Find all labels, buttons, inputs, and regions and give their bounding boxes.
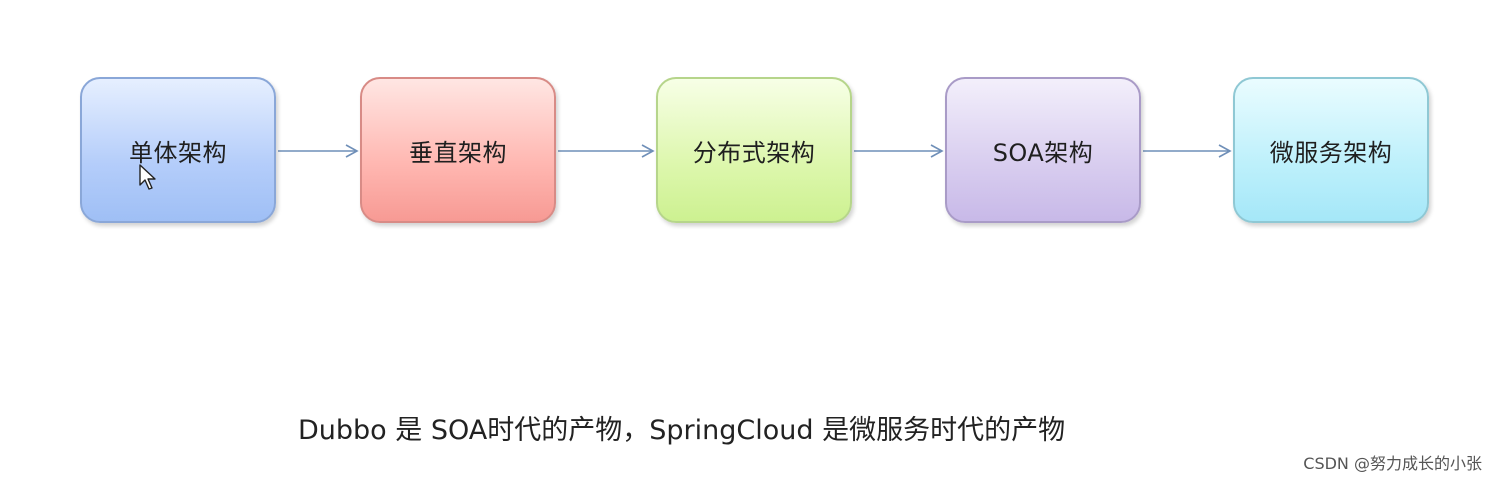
node-label: SOA架构 (992, 138, 1094, 167)
node-microservices: 微服务架构 (1233, 77, 1429, 223)
caption-text: Dubbo 是 SOA时代的产物，SpringCloud 是微服务时代的产物 (298, 415, 1066, 446)
node-distributed: 分布式架构 (656, 77, 852, 223)
node-soa: SOA架构 (945, 77, 1141, 223)
node-label: 单体架构 (129, 138, 227, 167)
node-label: 垂直架构 (409, 138, 507, 167)
node-vertical: 垂直架构 (360, 77, 556, 223)
node-monolithic: 单体架构 (80, 77, 276, 223)
architecture-evolution-diagram: 单体架构 垂直架构 分布式架构 SOA架构 微服务架构 (80, 77, 1429, 223)
node-label: 分布式架构 (692, 138, 816, 167)
mouse-pointer-icon (139, 164, 156, 190)
node-label: 微服务架构 (1269, 138, 1393, 167)
watermark-text: CSDN @努力成长的小张 (1303, 454, 1482, 473)
